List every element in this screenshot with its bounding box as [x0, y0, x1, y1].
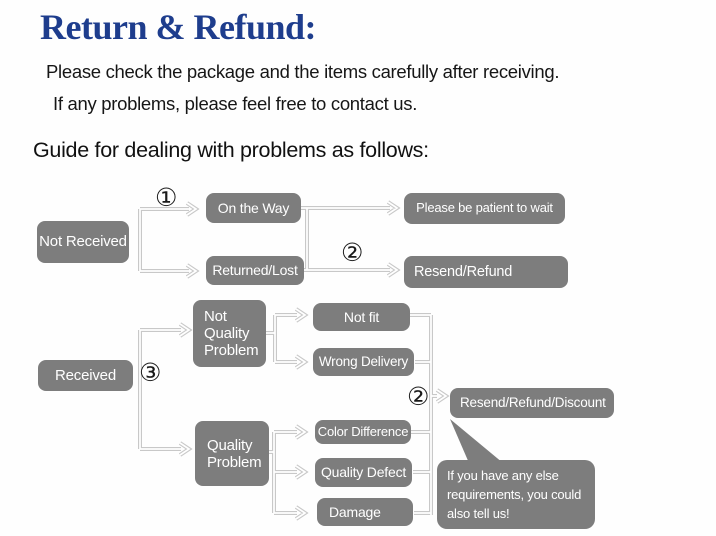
circled-step-3: ③	[139, 358, 162, 387]
node-received: Received	[38, 360, 133, 391]
note-speech-bubble: If you have any else requirements, you c…	[437, 460, 595, 529]
intro-line-2: If any problems, please feel free to con…	[53, 93, 418, 114]
node-wrong-delivery: Wrong Delivery	[313, 348, 414, 376]
node-not-quality-problem: Not Quality Problem	[193, 300, 266, 367]
speech-bubble-tail	[450, 419, 503, 463]
node-damage: Damage	[317, 498, 413, 526]
circled-step-2-top: ②	[341, 238, 364, 267]
node-please-be-patient: Please be patient to wait	[404, 193, 565, 224]
page-title: Return & Refund:	[40, 7, 317, 47]
guide-heading: Guide for dealing with problems as follo…	[33, 138, 429, 162]
node-not-received: Not Received	[37, 221, 129, 263]
node-color-difference: Color Difference	[315, 420, 411, 444]
node-resend-refund-discount: Resend/Refund/Discount	[450, 388, 614, 418]
node-not-fit: Not fit	[313, 303, 410, 331]
circled-step-2-bottom: ②	[407, 382, 430, 411]
node-returned-lost: Returned/Lost	[206, 256, 304, 285]
node-on-the-way: On the Way	[206, 193, 301, 223]
node-quality-defect: Quality Defect	[315, 458, 412, 487]
node-resend-refund: Resend/Refund	[404, 256, 568, 288]
node-quality-problem: Quality Problem	[195, 421, 269, 486]
connector-lines-inner	[139, 201, 448, 520]
circled-step-1: ①	[155, 183, 178, 212]
intro-line-1: Please check the package and the items c…	[46, 61, 560, 82]
